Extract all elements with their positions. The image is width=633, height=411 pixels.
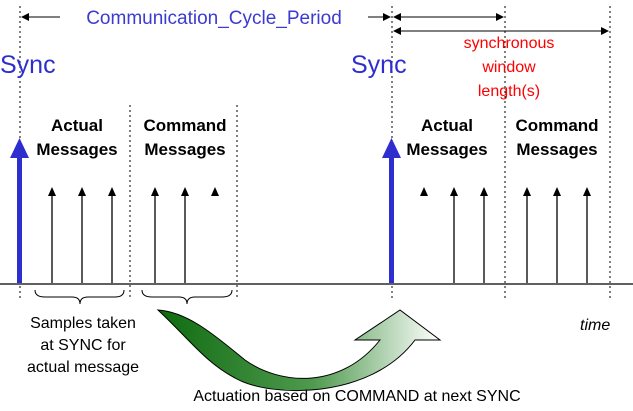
sync-pulses [10, 138, 401, 283]
command-message-arrow [181, 187, 189, 283]
samples-label: Samples taken at SYNC for actual message [27, 315, 139, 376]
command-message-arrow [553, 187, 561, 283]
message-arrows [48, 187, 591, 283]
command-messages-label-2a: Command [515, 116, 598, 135]
command-message-arrow-pending [211, 187, 219, 196]
sync-pulse-1 [10, 138, 29, 283]
sync-pulse-2 [382, 138, 401, 283]
actual-message-arrow [480, 187, 488, 283]
period-label: Communication_Cycle_Period [86, 8, 342, 29]
window-label-line-2: window [481, 59, 536, 76]
samples-label-line-3: actual message [27, 359, 139, 376]
time-label: time [580, 317, 610, 334]
window-label-line-1: synchronous [464, 35, 555, 52]
period-arrow: Communication_Cycle_Period [21, 8, 391, 29]
command-message-arrow [583, 187, 591, 283]
actuation-curved-arrow [156, 309, 442, 392]
brace-command [141, 289, 233, 305]
sync-label-2: Sync [351, 51, 407, 79]
actual-messages-label-1b: Messages [36, 140, 117, 159]
command-message-arrow [151, 187, 159, 283]
window-arrows [393, 13, 609, 35]
sync-label-1: Sync [0, 51, 56, 79]
window-label-line-3: length(s) [478, 83, 540, 100]
command-messages-label-1a: Command [143, 116, 226, 135]
actual-messages-label-2a: Actual [421, 116, 473, 135]
samples-label-line-1: Samples taken [30, 315, 136, 332]
window-label: synchronous window length(s) [464, 35, 555, 100]
command-messages-label-1b: Messages [144, 140, 225, 159]
actual-message-arrow [48, 187, 56, 283]
brace-actual [34, 289, 125, 305]
samples-label-line-2: at SYNC for [40, 337, 126, 354]
actual-message-arrow [108, 187, 116, 283]
actuation-label: Actuation based on COMMAND at next SYNC [193, 388, 520, 405]
actual-message-arrow [78, 187, 86, 283]
command-message-arrow [523, 187, 531, 283]
actual-messages-label-2b: Messages [406, 140, 487, 159]
actual-message-arrow-pending [420, 187, 428, 196]
actual-messages-label-1a: Actual [51, 116, 103, 135]
actual-message-arrow [450, 187, 458, 283]
sample-braces [34, 289, 233, 305]
command-messages-label-2b: Messages [516, 140, 597, 159]
